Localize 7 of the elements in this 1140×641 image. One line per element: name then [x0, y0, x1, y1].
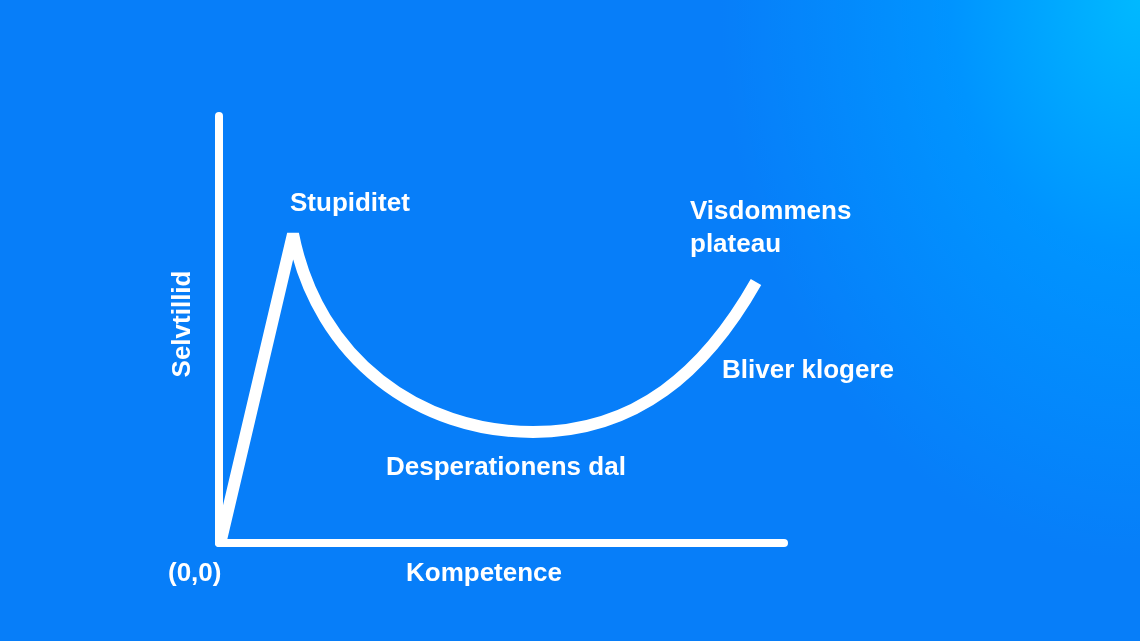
axis-title: Kompetence: [406, 556, 563, 589]
curve-label: Visdommens plateau: [690, 194, 853, 260]
curve-label: Bliver klogere: [722, 353, 894, 386]
axis-title: Selvtillid: [164, 270, 197, 378]
curve-label: Desperationens dal: [386, 450, 626, 483]
origin-label: (0,0): [168, 556, 222, 589]
curve-label: Stupiditet: [290, 186, 410, 219]
